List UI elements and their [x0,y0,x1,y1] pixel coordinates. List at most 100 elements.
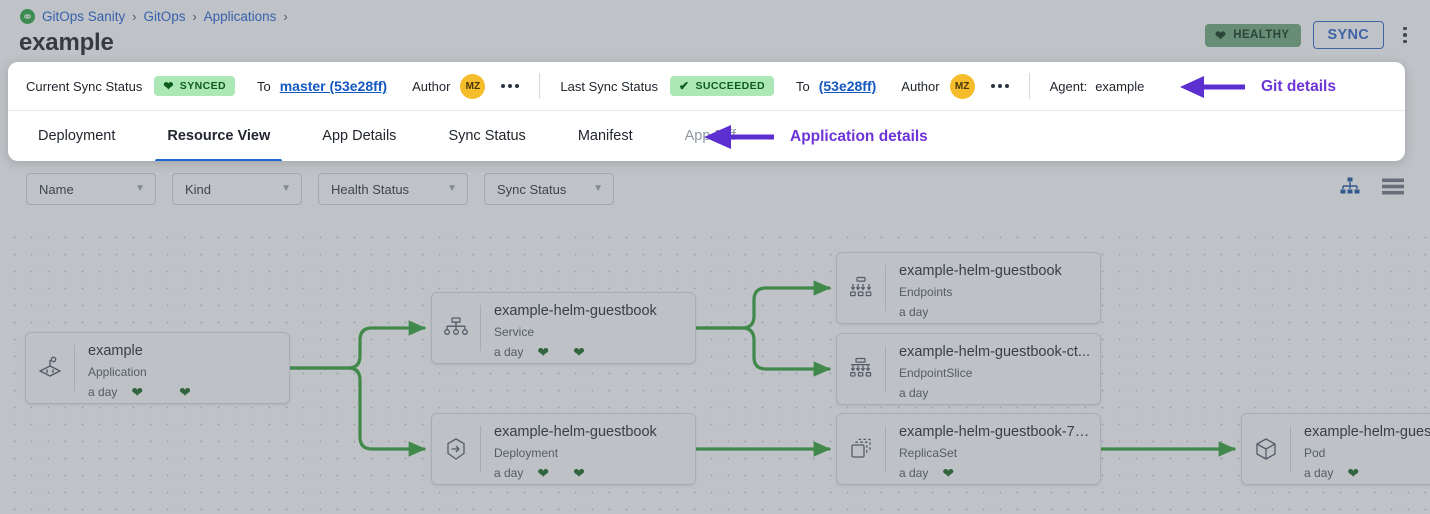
agent-value: example [1095,78,1145,94]
resource-filter-toolbar: Name ▼ Kind ▼ Health Status ▼ Sync Statu… [0,163,1430,223]
chevron-down-icon: ▼ [135,183,145,194]
node-divider [480,426,481,472]
tab-label: Manifest [577,128,633,144]
current-sync-status-value: SYNCED [179,80,226,92]
heart-icon: ❤ [1347,465,1360,482]
heart-icon: ❤ [1214,27,1227,43]
heart-icon: ❤ [573,344,585,361]
filter-group: Name ▼ Kind ▼ Health Status ▼ Sync Statu… [26,173,614,205]
breadcrumb-item-0[interactable]: GitOps Sanity [42,9,126,24]
sync-button[interactable]: SYNC [1312,21,1384,49]
node-name: example-helm-guestbook [494,304,657,319]
breadcrumb: GitOps Sanity › GitOps › Applications › [20,9,288,24]
breadcrumb-item-2[interactable]: Applications [203,9,277,24]
node-meta: a day [899,386,1090,400]
node-meta: a day [899,305,1090,319]
breadcrumb-separator: › [283,9,288,24]
current-to-label: To [256,78,271,94]
page-header: GitOps Sanity › GitOps › Applications › … [0,0,1430,62]
check-circle-icon: ✔︎ [678,79,690,93]
replicaset-icon [837,414,885,484]
current-overflow-icon[interactable] [501,84,520,88]
node-divider [480,305,481,351]
kebab-menu-icon[interactable] [1396,22,1414,48]
node-divider [74,345,75,391]
node-kind: Application [88,364,147,379]
tree-view-icon[interactable] [1340,177,1360,200]
node-divider [885,426,886,472]
node-age: a day [899,466,929,481]
page-title: example [19,29,114,56]
last-author-label: Author [901,78,940,94]
resource-node-pod[interactable]: example-helm-guest Pod a day ❤ [1241,413,1430,485]
last-revision-link[interactable]: (53e28ff) [818,78,877,94]
endpoints-icon [837,253,885,323]
tab-sync-status[interactable]: Sync Status [436,111,537,162]
left-arrow-icon [704,125,774,149]
node-name: example [88,344,143,359]
node-meta: a day ❤ ❤ [88,385,279,399]
node-health-icons: ❤ ❤ [537,345,584,359]
node-divider [1290,426,1291,472]
node-kind: EndpointSlice [899,365,973,380]
node-body: example-helm-guestbook-ct... EndpointSli… [886,334,1100,404]
heart-icon: ❤ [537,465,550,482]
tab-deployment[interactable]: Deployment [26,111,127,162]
application-details-annotation: Application details [684,123,928,151]
node-age: a day [899,305,929,320]
tab-manifest[interactable]: Manifest [566,111,645,162]
highlighted-details-panel: Current Sync Status ❤ SYNCED To master (… [8,62,1405,161]
last-to-label: To [795,78,810,94]
node-health-icons: ❤ [942,466,954,480]
resource-tree-canvas[interactable]: example Application a day ❤ ❤ [0,223,1430,514]
node-kind: Endpoints [899,284,953,299]
tab-label: Deployment [38,128,116,144]
last-sync-status-badge: ✔︎ SUCCEEDED [669,76,774,96]
git-details-annotation-text: Git details [1261,78,1336,95]
last-sync-status-label: Last Sync Status [560,78,658,94]
node-age: a day [494,345,524,360]
chevron-down-icon: ▼ [593,183,603,194]
node-health-icons: ❤ ❤ [131,385,190,399]
tab-label: App Details [322,128,397,144]
last-sync-status-group: Last Sync Status ✔︎ SUCCEEDED To (53e28f… [560,73,1009,99]
tab-resource-view[interactable]: Resource View [155,111,283,161]
resource-node-service[interactable]: example-helm-guestbook Service a day ❤ ❤ [431,292,696,364]
filter-sync-status-select[interactable]: Sync Status ▼ [484,173,614,205]
resource-node-endpoints[interactable]: example-helm-guestbook Endpoints a day [836,252,1101,324]
resource-node-endpointslice[interactable]: example-helm-guestbook-ct... EndpointSli… [836,333,1101,405]
node-name: example-helm-guestbook [899,264,1062,279]
filter-name-select[interactable]: Name ▼ [26,173,156,205]
current-revision-link[interactable]: master (53e28ff) [279,78,388,94]
breadcrumb-item-1[interactable]: GitOps [143,9,186,24]
last-overflow-icon[interactable] [990,84,1009,88]
view-mode-toggles [1340,177,1404,200]
node-body: example-helm-guestbook-74... ReplicaSet … [886,414,1100,484]
node-meta: a day ❤ ❤ [494,345,685,359]
heart-icon: ❤ [179,384,191,401]
node-meta: a day ❤ [1304,466,1430,480]
list-view-icon[interactable] [1382,178,1404,200]
left-arrow-icon [1180,76,1245,98]
node-body: example-helm-guestbook Service a day ❤ ❤ [481,293,695,363]
filter-kind-select[interactable]: Kind ▼ [172,173,302,205]
filter-health-status-select[interactable]: Health Status ▼ [318,173,468,205]
resource-node-application[interactable]: example Application a day ❤ ❤ [25,332,290,404]
node-kind: Service [494,324,535,339]
heart-icon: ❤ [942,465,955,482]
last-sync-status-value: SUCCEEDED [695,80,765,92]
heart-icon: ❤ [163,79,174,93]
resource-tree-edges [288,280,1236,457]
tab-app-details[interactable]: App Details [310,111,408,162]
heart-icon: ❤ [537,344,550,361]
node-kind: Pod [1304,445,1326,460]
resource-node-deployment[interactable]: example-helm-guestbook Deployment a day … [431,413,696,485]
chevron-down-icon: ▼ [281,183,291,194]
node-meta: a day ❤ [899,466,1090,480]
node-name: example-helm-guestbook-74... [899,425,1090,440]
resource-node-replicaset[interactable]: example-helm-guestbook-74... ReplicaSet … [836,413,1101,485]
current-sync-status-badge: ❤ SYNCED [154,76,235,96]
node-body: example Application a day ❤ ❤ [75,333,289,403]
endpointslice-icon [837,334,885,404]
node-divider [885,346,886,392]
